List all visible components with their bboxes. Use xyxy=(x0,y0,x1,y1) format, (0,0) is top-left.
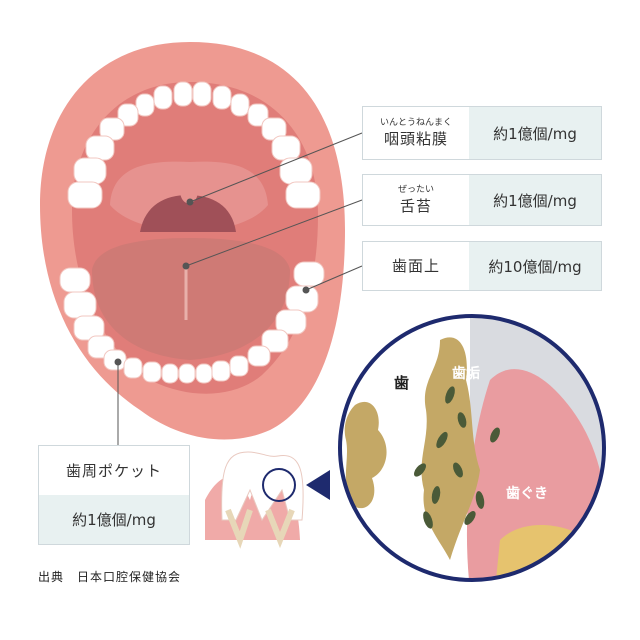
value-tongue-coating: 約1億個/mg xyxy=(469,175,601,225)
source-credit: 出典 日本口腔保健協会 xyxy=(38,568,181,585)
zoom-view xyxy=(330,310,620,590)
callout-periodontal-pocket: 歯周ポケット 約1億個/mg xyxy=(38,445,190,545)
value-periodontal-pocket: 約1億個/mg xyxy=(39,495,189,544)
label-pharyngeal-mucosa: 咽頭粘膜 xyxy=(384,129,448,149)
label-tooth-surface: 歯面上 xyxy=(392,256,440,276)
value-pharyngeal-mucosa: 約1億個/mg xyxy=(469,107,601,159)
label-tooth: 歯 xyxy=(394,374,409,392)
value-tooth-surface: 約10億個/mg xyxy=(469,242,601,290)
open-mouth xyxy=(40,42,345,440)
callout-pharyngeal-mucosa: いんとうねんまく 咽頭粘膜 約1億個/mg xyxy=(362,106,602,160)
label-tongue-coating: 舌苔 xyxy=(400,196,432,216)
tooth-cross-section xyxy=(205,452,303,540)
ruby-pharyngeal-mucosa: いんとうねんまく xyxy=(380,118,452,129)
label-periodontal-pocket: 歯周ポケット xyxy=(66,461,162,481)
callout-tooth-surface: 歯面上 約10億個/mg xyxy=(362,241,602,291)
zoom-pointer xyxy=(306,470,330,500)
callout-tongue-coating: ぜったい 舌苔 約1億個/mg xyxy=(362,174,602,226)
ruby-tongue-coating: ぜったい xyxy=(398,185,434,196)
label-plaque: 歯垢 xyxy=(452,365,480,382)
label-gum: 歯ぐき xyxy=(506,485,548,502)
